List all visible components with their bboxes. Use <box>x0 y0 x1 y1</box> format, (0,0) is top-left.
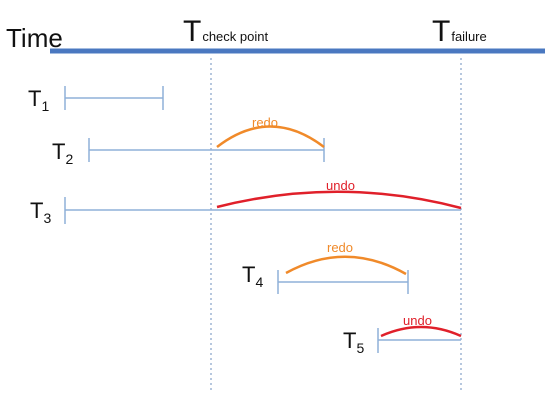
time-label: Time <box>6 23 63 53</box>
redo-arc <box>216 125 325 148</box>
undo-arc <box>380 325 462 338</box>
undo-label: undo <box>403 313 432 328</box>
transaction-label: T5 <box>343 328 364 356</box>
redo-label: redo <box>327 240 353 255</box>
checkpoint-label: Tcheck point <box>183 15 268 48</box>
transaction-t2: T2 redo <box>52 115 325 167</box>
transaction-label: T4 <box>242 262 263 290</box>
transaction-t5: T5 undo <box>343 313 462 356</box>
transaction-t1: T1 <box>28 86 164 114</box>
redo-label: redo <box>252 115 278 130</box>
redo-arc <box>285 255 407 276</box>
failure-label: Tfailure <box>432 15 487 48</box>
undo-arc <box>216 190 462 210</box>
transaction-t3: T3 undo <box>30 178 462 226</box>
transaction-label: T3 <box>30 198 51 226</box>
transaction-t4: T4 redo <box>242 240 409 294</box>
transaction-label: T2 <box>52 139 73 167</box>
undo-label: undo <box>326 178 355 193</box>
transaction-label: T1 <box>28 86 49 114</box>
